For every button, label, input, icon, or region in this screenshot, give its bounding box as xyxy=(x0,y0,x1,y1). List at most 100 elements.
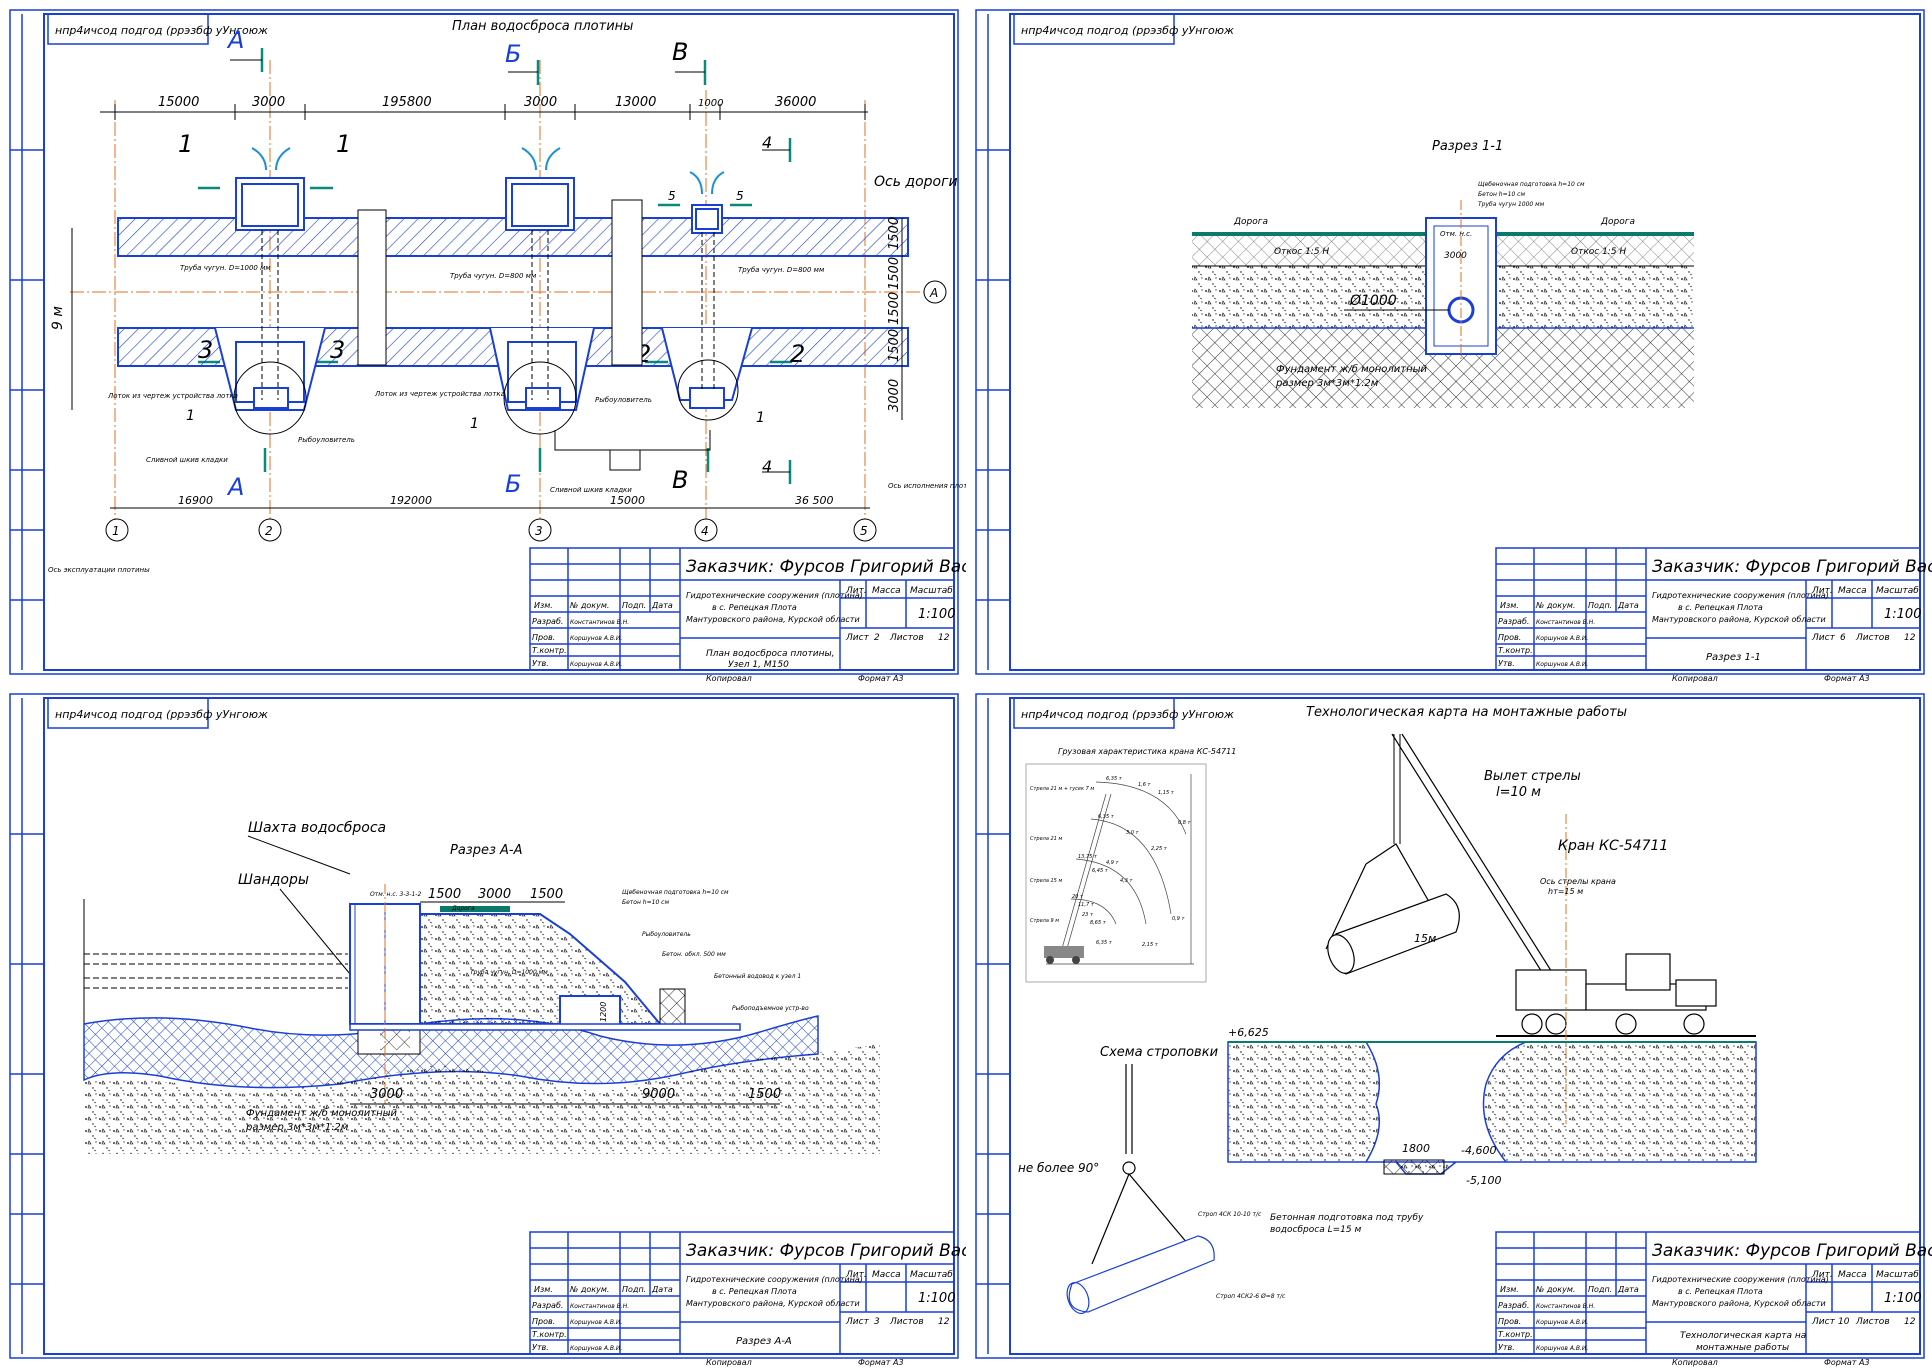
row-data: Дата xyxy=(1617,1285,1639,1294)
format-label: Формат А3 xyxy=(1824,674,1870,683)
title-block xyxy=(1495,1231,1921,1355)
drawing-name: Разрез А-А xyxy=(736,1336,792,1347)
axis-num-2: 2 xyxy=(265,524,273,538)
note-8: Труба чугун. D=1000 мм xyxy=(470,969,548,976)
sheets-label: Листов xyxy=(1855,1317,1890,1327)
boom-1: Стрела 21 м + гусек 7 м xyxy=(1030,786,1094,792)
title-block xyxy=(529,547,955,671)
bottom-dimensions: 16900 192000 15000 36 500 xyxy=(110,494,870,509)
note-6: Сливной шкив кладки xyxy=(550,486,632,494)
load-14: 23 т xyxy=(1082,912,1094,918)
row-podp: Подп. xyxy=(1588,1285,1612,1294)
sling-scheme xyxy=(1066,1064,1215,1315)
load-7: 2,25 т xyxy=(1151,846,1168,852)
dim-right-4: 1500 xyxy=(887,329,902,362)
dim-top-1: 15000 xyxy=(158,95,199,110)
crane-chart-title: Грузовая характеристика крана КС-54711 xyxy=(1058,747,1236,756)
boom-2: Стрела 21 м xyxy=(1030,836,1062,842)
customer-name: Заказчик: Фурсов Григорий Васильевич xyxy=(1652,1241,1932,1261)
axis-lines xyxy=(70,60,930,520)
load-15: 8,65 т xyxy=(1090,920,1107,926)
row-izm: Изм. xyxy=(534,601,553,610)
sheet-number: 10 xyxy=(1838,1317,1850,1327)
name-1: Константинов В.Н. xyxy=(1536,619,1595,626)
project-line-3: Мантуровского района, Курской области xyxy=(1652,1299,1826,1308)
sheet-label: Лист xyxy=(845,1317,870,1327)
load-18: 0,9 т xyxy=(1172,916,1186,922)
sheets-total: 12 xyxy=(938,1317,950,1327)
sheet-frame xyxy=(975,693,1925,1359)
name-2: Коршунов А.В.И. xyxy=(570,635,622,642)
project-line-2: в с. Репецкая Плота xyxy=(712,1287,797,1296)
title-block xyxy=(1495,547,1921,671)
role-3: Т.контр. xyxy=(532,1330,567,1339)
drawing-name-1: План водосброса плотины, xyxy=(706,649,834,659)
dim-top-3: 1500 xyxy=(530,887,563,902)
dim-bottom-3: 15000 xyxy=(610,494,645,507)
crane-name: Кран КС-54711 xyxy=(1558,838,1668,854)
dim-bottom-2: 9000 xyxy=(642,1087,675,1102)
shaft xyxy=(1425,200,1497,360)
stamp-box xyxy=(1013,13,1175,45)
note-6: Бетонный водовод к узел 1 xyxy=(714,973,801,980)
sheet-number: 6 xyxy=(1840,633,1846,643)
section-num-1d: 1 xyxy=(756,410,765,426)
project-line-3: Мантуровского района, Курской области xyxy=(686,1299,860,1308)
tech-title: Технологическая карта на монтажные работ… xyxy=(1306,705,1627,720)
side-strip xyxy=(976,698,1010,1354)
lit-label: Лит. xyxy=(845,586,867,596)
load-4: 0,8 т xyxy=(1178,820,1192,826)
base-note-2: водосброса L=15 м xyxy=(1270,1225,1361,1235)
sheet-number: 2 xyxy=(874,633,880,643)
pipe-label-2: Труба чугун. D=800 мм xyxy=(450,272,537,280)
sling-note-1: Строп 4СК 10-10 т/с xyxy=(1198,1211,1262,1218)
stamp-code: нпр4ичсод подгод (ррэзбф уУнгоюж xyxy=(1021,24,1234,37)
dim-top-3: 195800 xyxy=(382,95,432,110)
pipe-label-1: Труба чугун. D=1000 мм xyxy=(180,264,271,272)
load-3: 1,15 т xyxy=(1158,790,1175,796)
drawing-name-2: монтажные работы xyxy=(1696,1343,1789,1353)
section-num-5a: 5 xyxy=(668,189,676,203)
role-1: Разраб. xyxy=(532,617,563,626)
note-5: Рыбоуловитель xyxy=(595,396,652,404)
load-12: 20 т xyxy=(1072,894,1084,900)
name-1: Константинов В.Н. xyxy=(570,619,629,626)
copied-label: Копировал xyxy=(1672,1358,1718,1367)
bypass-channel-2 xyxy=(609,450,641,471)
top-dims: 1500 3000 1500 xyxy=(420,887,565,903)
name-6: Коршунов А.В.И. xyxy=(1536,661,1588,668)
pipe-label-3: Труба чугун. D=800 мм xyxy=(738,266,825,274)
scale-label: Масштаб xyxy=(1876,1270,1919,1280)
name-1: Константинов В.Н. xyxy=(1536,1303,1595,1310)
dim-bottom-1: 16900 xyxy=(178,494,213,507)
load-11: 4,3 т xyxy=(1120,878,1134,884)
role-3: Т.контр. xyxy=(1498,646,1533,655)
name-2: Коршунов А.В.И. xyxy=(1536,635,1588,642)
dim-right-3: 1500 xyxy=(887,292,902,325)
shaft-leader xyxy=(247,835,351,875)
role-2: Пров. xyxy=(1498,633,1521,642)
boom-3: Стрела 15 м xyxy=(1030,878,1062,884)
load-16: 6,35 т xyxy=(1096,940,1113,946)
section-num-1a: 1 xyxy=(178,130,193,158)
elev-top: +6,625 xyxy=(1228,1026,1269,1039)
note-2: Сливной шкив кладки xyxy=(146,456,228,464)
axis-a-circle xyxy=(923,280,947,304)
sheet-section-a-a: нпр4ичсод подгод (ррэзбф уУнгоюж Разрез … xyxy=(0,684,966,1368)
note-7: Ось эксплуатации плотины xyxy=(48,566,150,574)
dim-trench: 1800 xyxy=(1402,1142,1430,1155)
dim-top-4: 3000 xyxy=(524,95,557,110)
row-data: Дата xyxy=(651,601,673,610)
crane-axis-2: hт=15 м xyxy=(1548,887,1583,896)
load-5: 6,35 т xyxy=(1098,814,1115,820)
role-2: Пров. xyxy=(532,633,555,642)
sheet-tech-map: нпр4ичсод подгод (ррэзбф уУнгоюж Техноло… xyxy=(966,684,1932,1368)
role-6: Утв. xyxy=(532,659,549,668)
load-10: 6,45 т xyxy=(1092,868,1109,874)
row-podp: Подп. xyxy=(622,1285,646,1294)
section-num-5b: 5 xyxy=(736,189,744,203)
row-list: № докум. xyxy=(1535,1285,1575,1294)
section-title: Разрез А-А xyxy=(450,843,523,858)
row-podp: Подп. xyxy=(622,601,646,610)
sheet-label: Лист xyxy=(1811,1317,1836,1327)
